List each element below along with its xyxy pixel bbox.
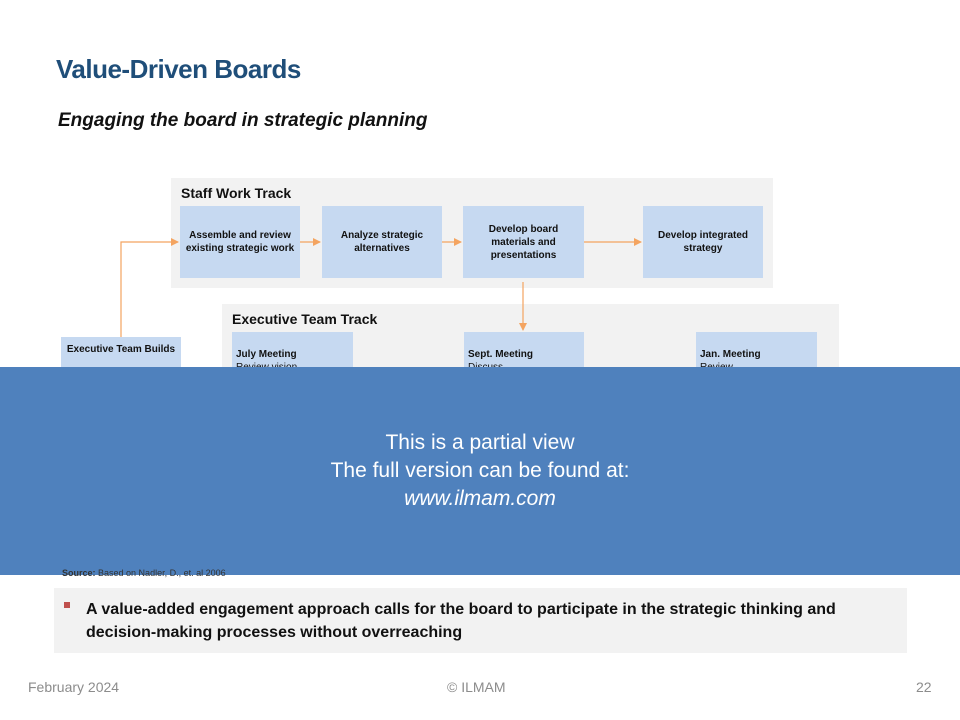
- banner-line-2: The full version can be found at:: [330, 459, 630, 482]
- staff-box-assemble: Assemble and review existing strategic w…: [180, 206, 300, 278]
- jan-meeting-heading: Jan. Meeting: [700, 349, 761, 360]
- july-meeting-heading: July Meeting: [236, 349, 297, 360]
- footer-page-number: 22: [916, 679, 932, 695]
- footer-copyright: © ILMAM: [447, 679, 506, 695]
- partial-view-banner: This is a partial view The full version …: [0, 367, 960, 575]
- key-takeaway-callout: A value-added engagement approach calls …: [54, 588, 907, 653]
- banner-url[interactable]: www.ilmam.com: [404, 487, 556, 510]
- staff-box-develop-strategy: Develop integrated strategy: [643, 206, 763, 278]
- banner-line-1: This is a partial view: [385, 431, 575, 454]
- arrow-team-builds-to-assemble: [120, 238, 179, 337]
- source-label: Source:: [62, 568, 96, 578]
- source-note: Source: Based on Nadler, D., et. al 2006: [62, 568, 226, 578]
- staff-track-title: Staff Work Track: [181, 185, 292, 201]
- sept-meeting-heading: Sept. Meeting: [468, 349, 534, 360]
- callout-text: A value-added engagement approach calls …: [86, 601, 836, 641]
- slide-subtitle: Engaging the board in strategic planning: [58, 110, 428, 131]
- staff-box-analyze: Analyze strategic alternatives: [322, 206, 442, 278]
- source-text: Based on Nadler, D., et. al 2006: [98, 568, 226, 578]
- bullet-square-icon: [64, 602, 70, 608]
- staff-box-develop-materials: Develop board materials and presentation…: [463, 206, 584, 278]
- slide-title: Value-Driven Boards: [56, 54, 301, 84]
- exec-track-title: Executive Team Track: [232, 311, 378, 327]
- footer-date: February 2024: [28, 679, 120, 695]
